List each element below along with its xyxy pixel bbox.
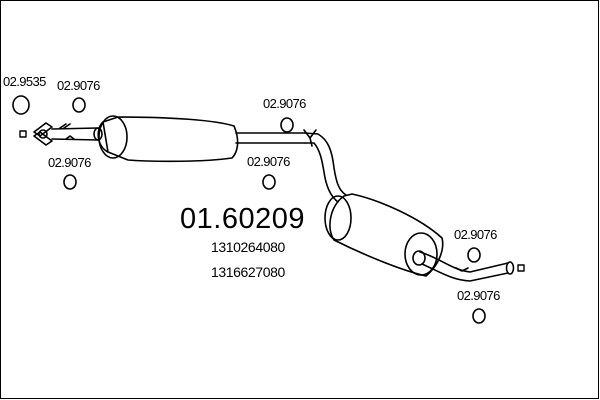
callout-ring-right-top: 02.9076 xyxy=(454,227,497,242)
middle-pipe xyxy=(235,129,347,203)
ring-top-mid-icon xyxy=(280,117,294,133)
callout-ring-right-bottom: 02.9076 xyxy=(457,288,500,303)
front-flange xyxy=(19,122,53,146)
ring-bottom-mid-icon xyxy=(262,174,276,190)
callout-ring-bottom-left: 02.9076 xyxy=(48,155,91,170)
callout-ring-bottom-mid: 02.9076 xyxy=(247,154,290,169)
tail-pipe xyxy=(419,251,525,282)
front-muffler xyxy=(97,115,239,163)
front-pipe xyxy=(51,123,103,141)
ring-right-bottom-icon xyxy=(472,308,486,324)
callout-ring-top-left: 02.9076 xyxy=(57,78,100,93)
main-part-number: 01.60209 xyxy=(180,203,305,235)
ring-bottom-left-icon xyxy=(63,174,77,190)
callout-ring-top-mid: 02.9076 xyxy=(263,96,306,111)
ring-top-left-icon xyxy=(72,97,86,113)
bracket-02-9535-icon xyxy=(12,95,30,115)
oe-number-2: 1316627080 xyxy=(211,264,285,280)
callout-bracket-top-left: 02.9535 xyxy=(3,74,46,89)
oe-number-1: 1310264080 xyxy=(211,239,285,255)
ring-right-top-icon xyxy=(467,247,481,263)
rear-muffler xyxy=(324,193,444,277)
